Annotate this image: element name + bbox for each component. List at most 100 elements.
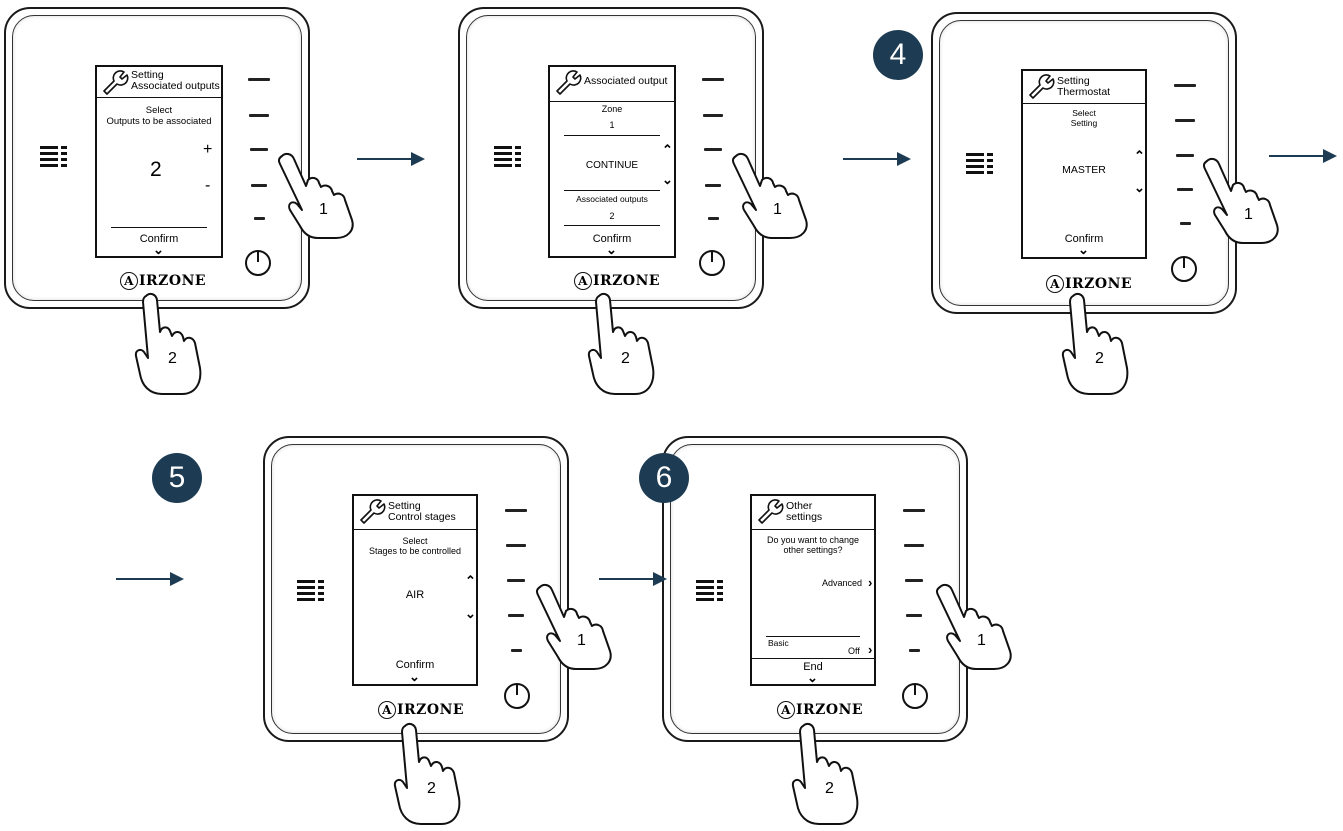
display-screen: Setting Associated outputs Select Output…: [95, 65, 223, 258]
chevron-up-icon: ⌃: [662, 142, 673, 157]
minus-indicator: -: [205, 177, 211, 194]
display-screen: Other settings Do you want to change oth…: [750, 494, 876, 686]
side-button-5[interactable]: [708, 217, 719, 220]
screen-instruction: Do you want to change other settings?: [766, 535, 860, 555]
side-button-3[interactable]: [704, 148, 722, 151]
screen-header: Setting Control stages: [354, 496, 476, 530]
side-button-3[interactable]: [507, 579, 525, 582]
hand-step-label: 1: [577, 632, 586, 649]
confirm-label: Confirm: [1064, 233, 1104, 245]
pointing-hand-icon: 1: [534, 581, 624, 676]
screen-instruction: Select Setting: [1070, 108, 1098, 128]
power-icon[interactable]: [1170, 254, 1198, 282]
chevron-down-icon: ⌄: [1078, 242, 1089, 257]
side-button-4[interactable]: [906, 614, 922, 617]
hand-step-label: 2: [168, 350, 177, 367]
confirm-label: Confirm: [592, 233, 632, 245]
value-display: 2: [150, 158, 162, 181]
side-button-2[interactable]: [904, 544, 924, 547]
power-icon[interactable]: [244, 248, 272, 276]
side-button-4[interactable]: [251, 184, 267, 187]
pointing-hand-icon: 2: [585, 292, 661, 401]
hand-step-label: 1: [319, 201, 328, 218]
side-button-5[interactable]: [254, 217, 265, 220]
step-badge-6: 6: [639, 453, 689, 503]
divider: [752, 658, 874, 659]
confirm-label: Confirm: [139, 233, 179, 245]
value-display: AIR: [405, 589, 425, 601]
pointing-hand-icon: 2: [789, 722, 865, 831]
side-button-4[interactable]: [705, 184, 721, 187]
side-button-5[interactable]: [511, 649, 522, 652]
confirm-label: Confirm: [395, 659, 435, 671]
side-button-4[interactable]: [508, 614, 524, 617]
side-button-3[interactable]: [905, 579, 923, 582]
screen-title: Associated output: [584, 75, 668, 87]
step-badge-4: 4: [873, 30, 923, 80]
side-button-5[interactable]: [909, 649, 920, 652]
side-button-1[interactable]: [248, 78, 270, 81]
pointing-hand-icon: 1: [934, 581, 1024, 676]
arrow-right-icon: [357, 152, 425, 166]
option-value: CONTINUE: [585, 160, 639, 171]
side-button-4[interactable]: [1177, 188, 1193, 191]
side-button-2[interactable]: [1175, 119, 1195, 122]
advanced-option[interactable]: Advanced: [822, 578, 863, 588]
side-button-1[interactable]: [505, 509, 527, 512]
side-button-2[interactable]: [703, 114, 723, 117]
zone-label: Zone: [601, 104, 623, 114]
pointing-hand-icon: 1: [276, 150, 366, 245]
divider: [564, 225, 660, 226]
zone-value: 1: [609, 120, 615, 130]
menu-list-icon: [494, 145, 524, 169]
side-button-5[interactable]: [1180, 222, 1191, 225]
screen-title: Setting Control stages: [388, 500, 456, 523]
power-icon[interactable]: [901, 681, 929, 709]
side-button-3[interactable]: [250, 148, 268, 151]
screen-title: Other settings: [786, 500, 823, 523]
chevron-down-icon: ⌄: [1134, 180, 1145, 195]
outputs-label: Associated outputs: [576, 194, 648, 204]
outputs-value: 2: [609, 211, 615, 221]
divider: [564, 190, 660, 191]
wrench-icon: [103, 70, 129, 95]
chevron-down-icon: ⌄: [606, 242, 617, 257]
end-label: End: [803, 661, 823, 673]
basic-label: Basic: [768, 638, 789, 648]
chevron-down-icon: ⌄: [409, 669, 420, 684]
display-screen: Setting Thermostat Select Setting MASTER…: [1021, 69, 1147, 259]
side-button-1[interactable]: [1174, 84, 1196, 87]
side-button-2[interactable]: [506, 544, 526, 547]
side-button-1[interactable]: [702, 78, 724, 81]
screen-header: Setting Thermostat: [1023, 71, 1145, 104]
hand-step-label: 1: [773, 201, 782, 218]
wrench-icon: [758, 499, 784, 524]
pointing-hand-icon: 1: [730, 150, 820, 245]
chevron-right-icon: ›: [868, 575, 873, 590]
display-screen: Associated output Zone 1 CONTINUE ⌃ ⌄ As…: [548, 65, 676, 258]
screen-instruction: Select Outputs to be associated: [106, 105, 212, 127]
chevron-down-icon: ⌄: [807, 670, 818, 685]
chevron-down-icon: ⌄: [465, 606, 476, 621]
power-icon[interactable]: [698, 248, 726, 276]
hand-step-label: 2: [427, 780, 436, 797]
chevron-right-icon: ›: [868, 642, 873, 657]
side-button-1[interactable]: [903, 509, 925, 512]
screen-title: Setting Associated outputs: [131, 69, 220, 92]
arrow-right-icon: [599, 572, 667, 586]
power-icon[interactable]: [503, 681, 531, 709]
hand-step-label: 2: [621, 350, 630, 367]
hand-step-label: 2: [825, 780, 834, 797]
hand-step-label: 1: [1244, 206, 1253, 223]
divider: [766, 636, 860, 637]
value-display: MASTER: [1062, 164, 1106, 176]
side-button-2[interactable]: [249, 114, 269, 117]
display-screen: Setting Control stages Select Stages to …: [352, 494, 478, 686]
screen-instruction: Select Stages to be controlled: [368, 536, 462, 556]
menu-list-icon: [696, 579, 726, 603]
hand-step-label: 1: [977, 632, 986, 649]
side-button-3[interactable]: [1176, 154, 1194, 157]
basic-off-value[interactable]: Off: [848, 646, 860, 656]
